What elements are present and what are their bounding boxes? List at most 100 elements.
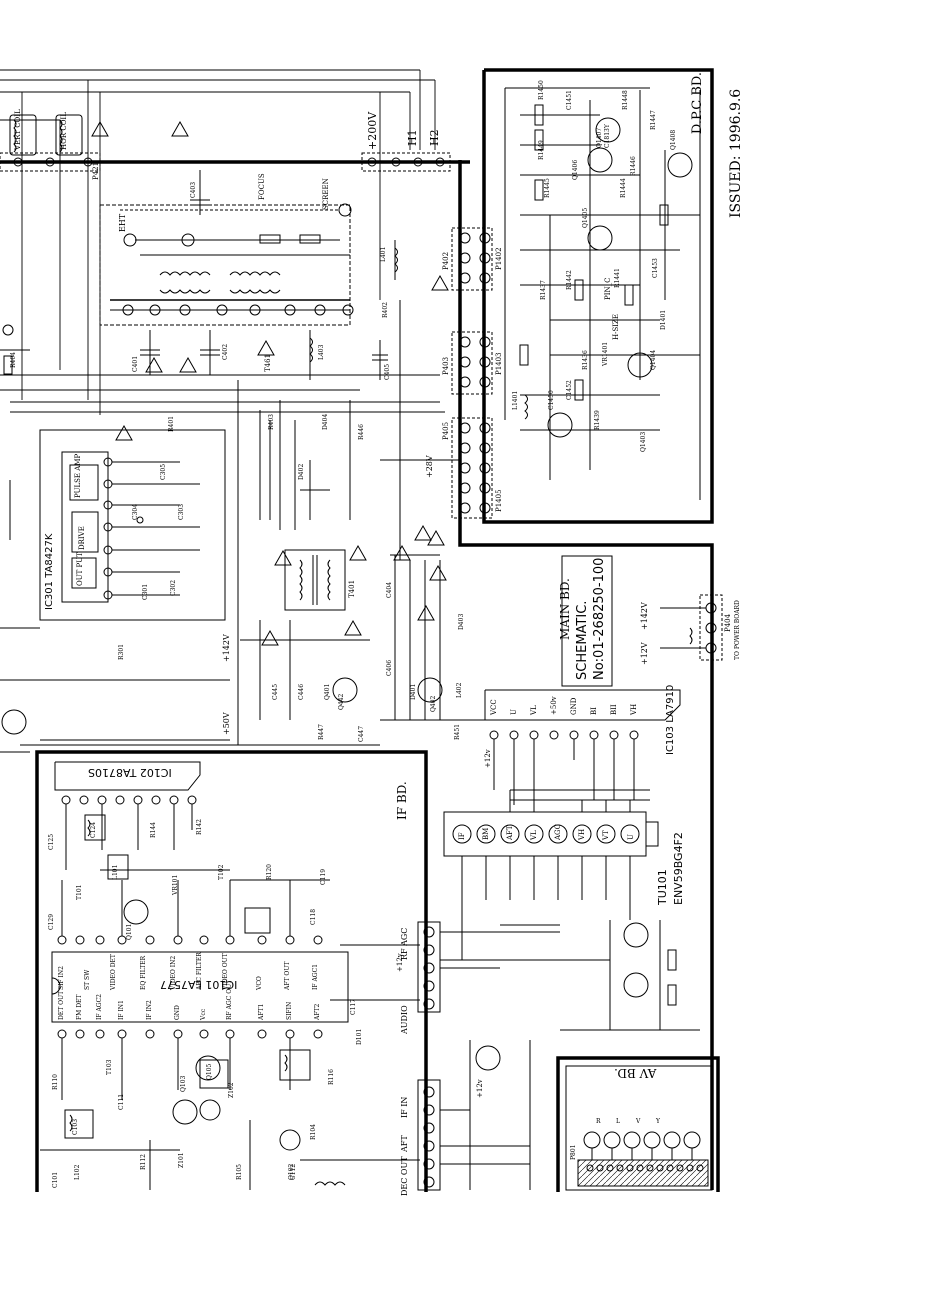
- ic102-label: IC102 TA8710S: [88, 766, 172, 779]
- part-label: R1436: [582, 350, 589, 370]
- connector-label: P1402: [495, 247, 503, 270]
- ic101-pin-label: IF IN2: [146, 1000, 153, 1020]
- part-label: R1447: [650, 110, 657, 130]
- part-label: Q1408: [670, 129, 677, 150]
- ic103-pin-label: U: [510, 709, 518, 715]
- part-label: C445: [272, 683, 279, 700]
- part-label: R1448: [622, 90, 629, 110]
- rail-label: +50V: [222, 712, 231, 735]
- part-label: L101: [112, 864, 119, 880]
- connector-h1-h2: [361, 152, 451, 172]
- transistor-q441: [417, 677, 443, 703]
- ic101-pin-label: VIDEO DET: [110, 954, 117, 990]
- if-connector-column: [417, 921, 560, 1191]
- schematic-number: No:01-268250-100: [592, 557, 607, 680]
- connector-p421: [0, 152, 101, 172]
- part-label: Q1405: [582, 207, 589, 228]
- ic101: [51, 880, 420, 1100]
- if-board-label: IF BD.: [395, 781, 409, 820]
- part-label: Q1404: [650, 349, 657, 370]
- ic101-pin-label: ST SW: [84, 969, 91, 990]
- ic101-pin-label: AFT1: [258, 1003, 265, 1020]
- part-label: R144: [150, 822, 157, 838]
- part-label: D402: [298, 463, 305, 480]
- part-label: C446: [298, 683, 305, 700]
- issued-date: ISSUED: 1996.9.6: [728, 88, 744, 218]
- ic301-block-label: OUT PUT: [76, 552, 84, 586]
- part-label: Z102: [228, 1082, 235, 1098]
- part-label: R1439: [594, 410, 601, 430]
- part-label: C1451: [566, 90, 573, 110]
- part-label: R401: [168, 416, 175, 432]
- part-label: C125: [48, 833, 55, 850]
- part-label: C406: [386, 659, 393, 676]
- part-label: R1445: [544, 178, 551, 198]
- ic103-pin-label: GND: [570, 697, 578, 715]
- rail-label: +28V: [425, 455, 434, 478]
- part-label: R1449: [538, 140, 545, 160]
- ic103-pin-label: BII: [610, 704, 618, 715]
- ic102: [54, 761, 201, 870]
- part-label: D403: [458, 613, 465, 630]
- part-label: C119: [320, 868, 327, 885]
- part-label: L403: [318, 344, 325, 360]
- ic101-pin-label: AFT2: [314, 1003, 321, 1020]
- connector-label: P405: [442, 421, 450, 440]
- tuner-pin-label: IF: [458, 832, 466, 840]
- hor-coil: [55, 114, 83, 156]
- connector-label: P801: [570, 1144, 577, 1161]
- part-label: Q1403: [640, 431, 647, 452]
- ic101-pin-label: IF AGC1: [312, 964, 319, 990]
- ic101-pin-label: Vcc: [200, 1008, 207, 1020]
- part-label: R1442: [566, 270, 573, 290]
- flyback-transformer: [99, 203, 354, 326]
- part-label: Q103: [180, 1075, 187, 1092]
- part-label: R105: [236, 1164, 243, 1180]
- part-label: C447: [358, 725, 365, 742]
- part-label: C303: [178, 503, 185, 520]
- part-label: D1401: [660, 309, 667, 330]
- connector-p404: [660, 594, 723, 661]
- part-label: R120: [266, 864, 273, 880]
- ic103-pin-label: VCC: [490, 699, 498, 715]
- ic101-pin-label: GND: [174, 1005, 181, 1020]
- part-label: T102: [218, 864, 225, 880]
- part-label: C1813Y: [604, 124, 611, 148]
- connector-p405: [451, 417, 493, 519]
- part-label: R112: [140, 1154, 147, 1170]
- hor-coil-label: HOR COIL: [60, 112, 68, 150]
- part-label: R403: [268, 414, 275, 430]
- part-label: R104: [310, 1124, 317, 1140]
- tuner-model: ENV59BG4F2: [672, 832, 685, 905]
- rail-label: +142V: [640, 602, 649, 630]
- ic103-pin-label: VL: [530, 705, 538, 715]
- part-label: C118: [310, 908, 317, 925]
- tuner-pin-label: BM: [482, 827, 490, 840]
- part-label: L402: [456, 682, 463, 698]
- ic301-block-label: DRIVE: [78, 526, 86, 550]
- part-label: Q105: [206, 1063, 213, 1080]
- tuner-pin-label: VH: [578, 828, 586, 840]
- part-label: Q401: [324, 683, 331, 700]
- ic101-pin-label: VIDEO IN2: [170, 955, 177, 990]
- part-label: Q442: [338, 693, 345, 710]
- ic301-block-label: PULSE AMP: [74, 453, 82, 498]
- part-label: Q402: [430, 695, 437, 712]
- part-label: R1446: [630, 156, 637, 176]
- if-components: [40, 854, 420, 1190]
- ic103-pin-label: VH: [630, 703, 638, 715]
- vert-coil: [9, 114, 37, 156]
- part-label: R1450: [538, 80, 545, 100]
- tuner-pin-label: U: [627, 834, 635, 840]
- part-label: C111: [118, 1093, 125, 1110]
- connector-label: P404: [724, 613, 732, 632]
- audio-label: AUDIO: [400, 1005, 409, 1034]
- rail-label: +12v: [484, 749, 492, 768]
- part-label: R110: [52, 1074, 59, 1090]
- part-label: R1441: [614, 268, 621, 288]
- connector-p403: [451, 331, 493, 395]
- connector-label: P1403: [495, 352, 503, 375]
- part-label: Q1407: [596, 127, 603, 148]
- dpc-board-label: D.P.C BD.: [690, 72, 705, 135]
